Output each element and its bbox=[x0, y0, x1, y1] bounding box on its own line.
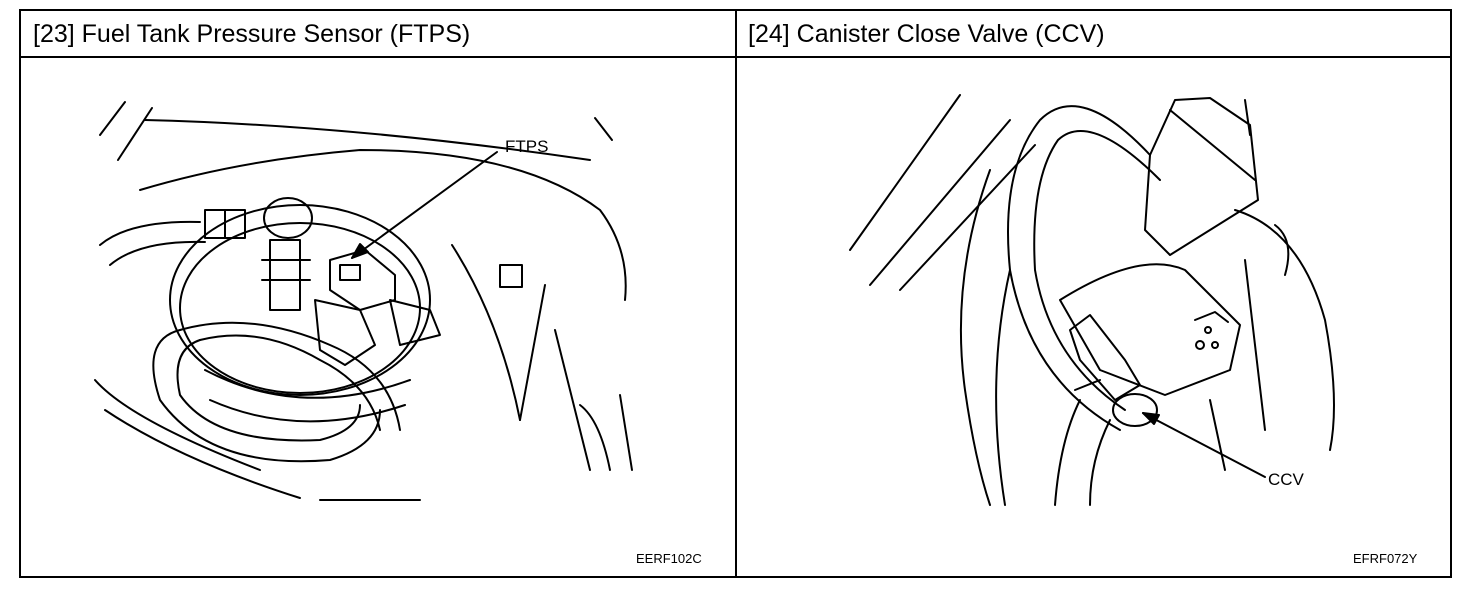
panel-title-ftps: [23] Fuel Tank Pressure Sensor (FTPS) bbox=[33, 20, 471, 48]
panel-title-ccv: [24] Canister Close Valve (CCV) bbox=[748, 20, 1105, 48]
panel-divider bbox=[735, 9, 737, 578]
fuel-tank-illustration bbox=[94, 101, 633, 501]
ccv-callout-label: CCV bbox=[1268, 470, 1304, 489]
header-divider bbox=[19, 56, 1452, 58]
figure-code-left: EERF102C bbox=[636, 551, 702, 566]
canister-valve-illustration bbox=[849, 94, 1335, 506]
figure-code-right: EFRF072Y bbox=[1353, 551, 1418, 566]
ftps-callout-label: FTPS bbox=[505, 137, 549, 156]
